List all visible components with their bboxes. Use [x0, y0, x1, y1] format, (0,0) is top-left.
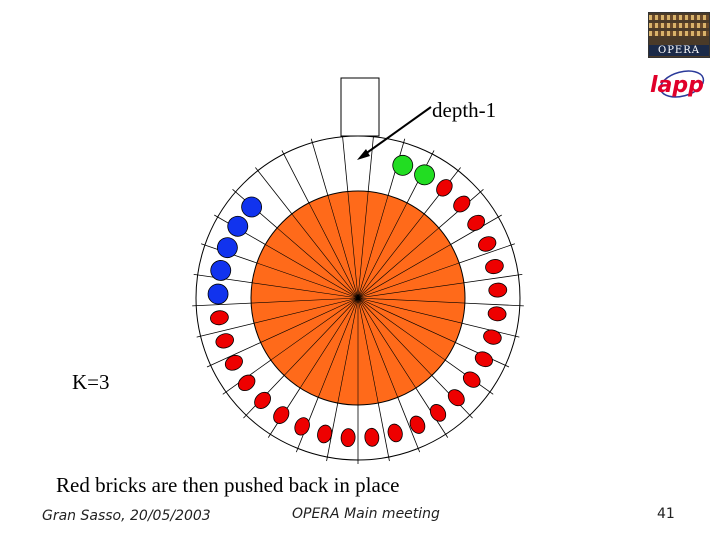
blue-brick [210, 260, 232, 281]
green-brick [414, 164, 435, 186]
core-spokes [251, 191, 465, 405]
opera-logo-text: OPERA [649, 45, 709, 56]
depth-label: depth-1 [432, 98, 497, 122]
red-brick [462, 371, 481, 388]
slot-divider [464, 302, 524, 307]
blue-brick [216, 237, 238, 259]
core-spoke [357, 297, 417, 389]
red-brick [364, 427, 380, 447]
core-spoke [317, 297, 359, 398]
red-brick [387, 423, 403, 443]
caption: Red bricks are then pushed back in place [56, 473, 400, 497]
footer-location-date: Gran Sasso, 20/05/2003 [42, 508, 211, 524]
core-spoke [357, 297, 446, 361]
red-brick [294, 417, 310, 436]
slot-divider [192, 302, 252, 307]
core-spoke [357, 227, 440, 299]
core-spoke [357, 282, 464, 299]
k-label: K=3 [72, 370, 110, 394]
core-spoke [357, 262, 460, 299]
core-spoke [276, 227, 359, 299]
core-spoke [265, 244, 359, 299]
red-brick [254, 391, 271, 409]
core-spoke [357, 297, 433, 376]
slot-divider [326, 402, 339, 462]
red-brick [409, 415, 426, 434]
slot-divider [310, 138, 329, 196]
blue-brick [241, 196, 263, 218]
red-brick [340, 428, 356, 448]
core-spoke [283, 297, 359, 376]
blue-brick [227, 215, 249, 237]
red-brick [483, 329, 502, 345]
opera-logo: OPERA [648, 12, 710, 58]
red-brick [447, 389, 465, 407]
red-brick [273, 406, 290, 424]
red-brick [478, 236, 497, 252]
red-brick [487, 306, 507, 322]
slot-divider [377, 402, 390, 462]
depth-arrowhead [357, 149, 370, 160]
red-brick [436, 179, 453, 197]
blue-brick [207, 283, 229, 305]
slot-divider [397, 397, 421, 453]
red-brick [429, 404, 447, 422]
core-spoke [357, 213, 425, 299]
core-spoke [327, 195, 359, 299]
depth-arrow [360, 106, 432, 158]
core-spoke [252, 282, 359, 299]
core-spoke [253, 297, 359, 324]
red-brick [474, 351, 493, 368]
core-spoke [357, 195, 389, 299]
lapp-logo: lapp [650, 70, 705, 98]
slot-divider [463, 273, 523, 284]
core-spoke [291, 213, 359, 299]
page-number: 41 [657, 506, 675, 522]
slot-divider [255, 167, 293, 215]
core-spoke [308, 202, 359, 299]
core-spoke [256, 262, 359, 299]
core-spoke [357, 297, 456, 343]
core-spoke [357, 202, 408, 299]
red-brick [224, 354, 243, 371]
slot-divider [341, 132, 349, 192]
red-brick [210, 310, 229, 326]
core-spoke [357, 244, 451, 299]
slot-divider [206, 342, 261, 368]
core-spoke [357, 297, 463, 324]
core-spoke [337, 297, 359, 404]
core-spoke [251, 297, 359, 304]
core-spoke [270, 297, 359, 361]
core-spoke [347, 191, 359, 299]
red-brick [453, 195, 471, 213]
slot-divider [281, 150, 310, 204]
red-brick [215, 333, 234, 349]
red-brick [317, 424, 333, 444]
core-spoke [357, 297, 399, 398]
slot-divider [367, 132, 375, 192]
footer-meeting: OPERA Main meeting [292, 506, 440, 522]
core-spoke [357, 297, 465, 304]
core-spoke [260, 297, 359, 343]
red-brick [485, 259, 504, 275]
lapp-logo-text: lapp [650, 73, 704, 98]
core-spoke [299, 297, 359, 389]
red-brick [237, 374, 256, 392]
bricks [207, 154, 508, 448]
red-brick [467, 214, 486, 231]
core-spoke [357, 191, 369, 299]
core-spoke [357, 297, 379, 404]
slot-divider [458, 243, 516, 264]
green-brick [392, 154, 414, 176]
extracted-brick-slot [340, 77, 380, 137]
red-brick [488, 282, 508, 298]
slot-divider [196, 322, 255, 338]
